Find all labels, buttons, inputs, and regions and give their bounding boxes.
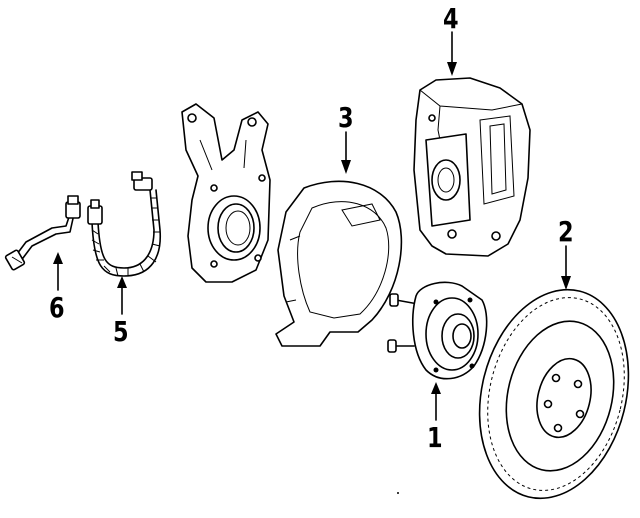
callout-2: 2 — [557, 215, 574, 248]
leader-arrows — [53, 31, 571, 421]
part-5-brake-hose — [87, 171, 162, 277]
arrow-6 — [53, 252, 63, 291]
arrow-4 — [447, 31, 457, 76]
speck — [397, 492, 399, 494]
arrow-5 — [117, 276, 127, 315]
arrow-1 — [431, 382, 441, 421]
part-4-caliper — [413, 77, 531, 257]
part-6-brake-line — [4, 195, 81, 271]
arrow-2 — [561, 245, 571, 290]
part-1-hub-assembly — [387, 281, 488, 380]
callout-1: 1 — [426, 421, 443, 454]
callout-4: 4 — [442, 2, 459, 35]
steering-knuckle — [181, 103, 271, 283]
arrow-3 — [341, 131, 351, 174]
part-2-rotor — [478, 288, 630, 500]
callout-6: 6 — [48, 291, 65, 324]
part-3-splash-shield — [275, 180, 403, 347]
callout-3: 3 — [337, 101, 354, 134]
callout-5: 5 — [112, 315, 129, 348]
